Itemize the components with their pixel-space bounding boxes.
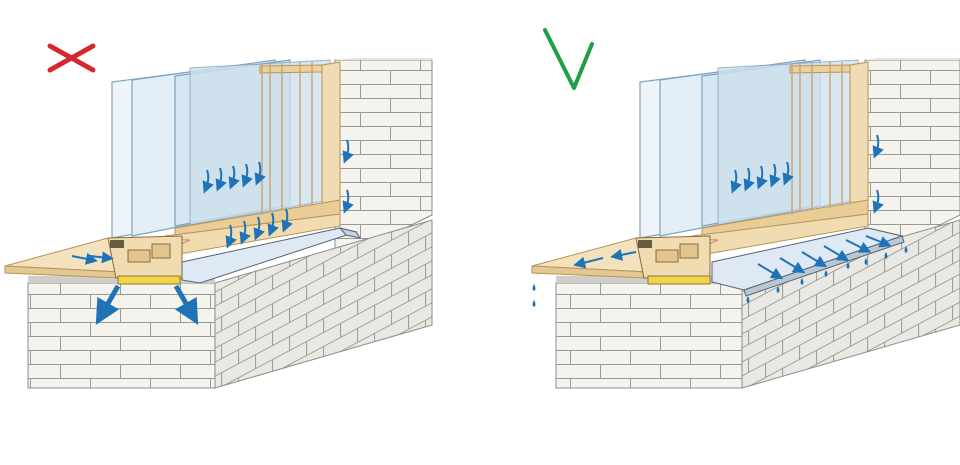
water-flow-arrows	[71, 139, 354, 265]
brick-wall-upper	[334, 58, 433, 251]
foam-insulation	[647, 275, 711, 285]
leak-arrows	[95, 284, 199, 325]
outer-sill	[181, 227, 362, 284]
foam-insulation	[117, 275, 181, 285]
checkmark-icon	[543, 28, 594, 90]
cross-icon	[47, 43, 96, 73]
frame-profile	[107, 235, 183, 279]
water-drops	[532, 246, 908, 307]
panel-wrong	[4, 43, 433, 389]
brick-wall-upper	[864, 58, 960, 251]
window-frame	[691, 61, 869, 257]
water-flow-arrows	[573, 134, 892, 280]
panel-correct	[531, 28, 960, 389]
glass-panes	[639, 59, 859, 239]
frame-profile	[635, 235, 711, 279]
